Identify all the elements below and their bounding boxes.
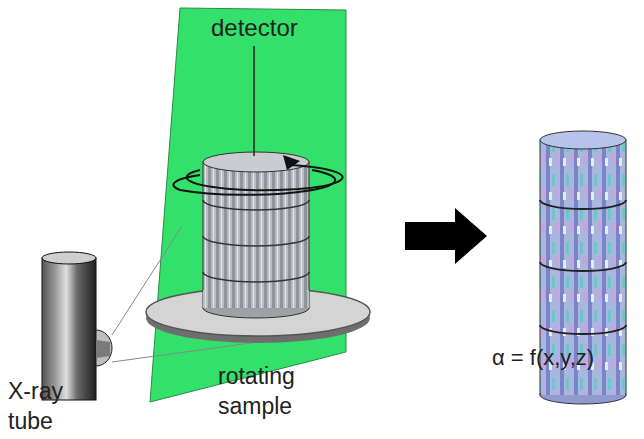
rotation-arrow-back	[187, 165, 343, 190]
caption-label: rotating sample	[218, 362, 328, 422]
caption-label: X-ray tube	[8, 377, 88, 437]
xray-window	[96, 330, 112, 366]
sample-cylinder	[203, 162, 309, 308]
xray-tube-top	[42, 252, 96, 264]
leader-line	[253, 46, 255, 156]
node-text: detector	[211, 14, 298, 42]
rotating-platform	[146, 288, 370, 336]
process-arrow	[405, 208, 487, 264]
sample-layers	[203, 200, 309, 282]
sample-cylinder	[203, 290, 309, 308]
volume-cylinder	[541, 380, 625, 395]
volume-layers	[540, 200, 626, 334]
rotation-arrow	[173, 170, 335, 195]
xray-window	[96, 340, 110, 358]
rotation-arrowhead	[283, 155, 300, 170]
detector-label-box: detector	[205, 12, 304, 44]
caption-label: α = f(x,y,z)	[492, 344, 642, 373]
volume-top	[540, 131, 626, 149]
sample-top	[203, 152, 309, 172]
